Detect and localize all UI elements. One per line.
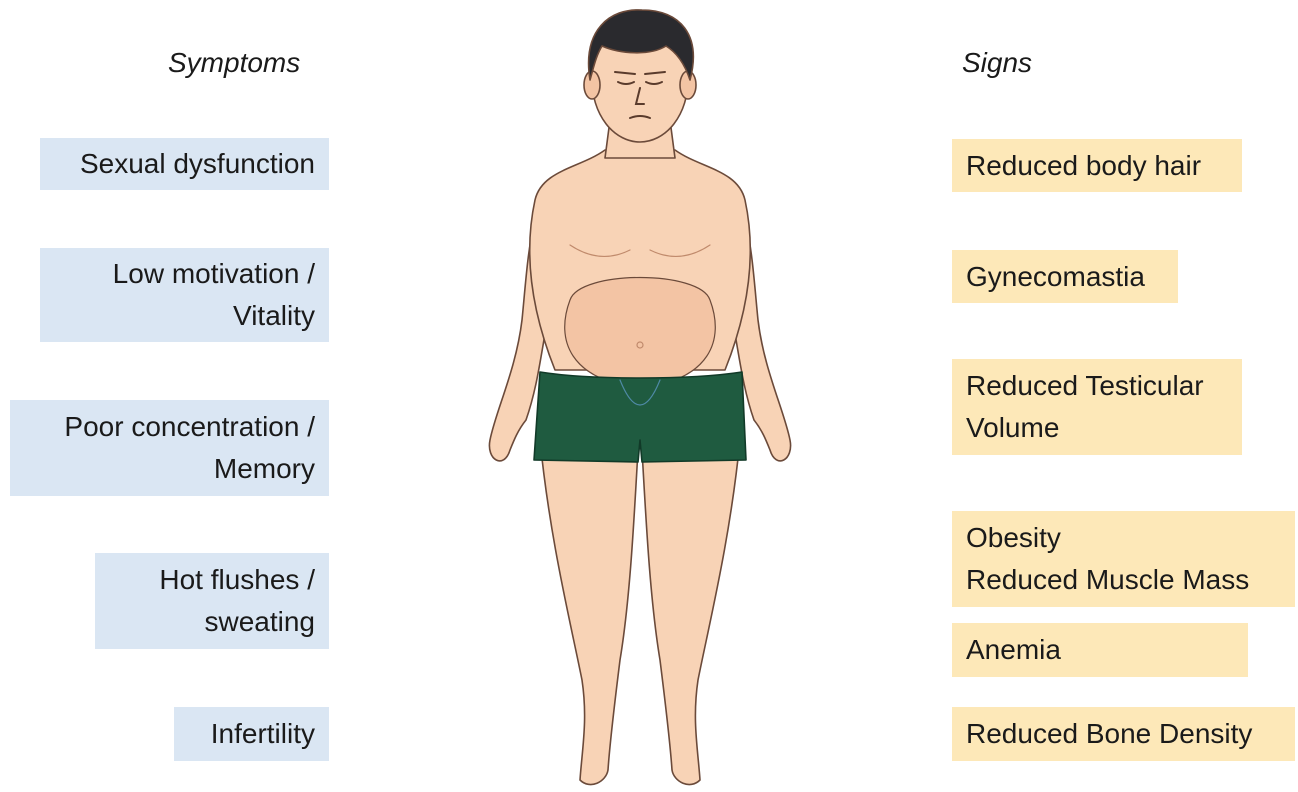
sign-line: Anemia (966, 629, 1061, 671)
symptom-hot-flushes: Hot flushes / sweating (95, 553, 329, 649)
symptom-line: sweating (204, 601, 315, 643)
symptom-line: Infertility (211, 713, 315, 755)
left-leg (540, 440, 638, 785)
symptom-line: Poor concentration / (64, 406, 315, 448)
symptom-low-motivation: Low motivation / Vitality (40, 248, 329, 342)
sign-line: Reduced Muscle Mass (966, 559, 1249, 601)
signs-heading: Signs (962, 46, 1032, 80)
sign-line: Volume (966, 407, 1059, 449)
sign-line: Reduced Bone Density (966, 713, 1252, 755)
sign-line: Gynecomastia (966, 256, 1145, 298)
symptom-sexual-dysfunction: Sexual dysfunction (40, 138, 329, 190)
sign-obesity-muscle-mass: Obesity Reduced Muscle Mass (952, 511, 1295, 607)
underwear (534, 372, 746, 462)
right-leg (642, 440, 740, 785)
sign-reduced-testicular-volume: Reduced Testicular Volume (952, 359, 1242, 455)
symptom-line: Vitality (233, 295, 315, 337)
symptoms-heading: Symptoms (168, 46, 300, 80)
symptom-line: Memory (214, 448, 315, 490)
sign-anemia: Anemia (952, 623, 1248, 677)
male-figure-illustration (470, 0, 810, 792)
symptom-poor-concentration: Poor concentration / Memory (10, 400, 329, 496)
sign-reduced-body-hair: Reduced body hair (952, 139, 1242, 192)
symptom-infertility: Infertility (174, 707, 329, 761)
sign-line: Obesity (966, 517, 1061, 559)
sign-gynecomastia: Gynecomastia (952, 250, 1178, 303)
sign-reduced-bone-density: Reduced Bone Density (952, 707, 1295, 761)
sign-line: Reduced body hair (966, 145, 1201, 187)
belly (565, 278, 716, 389)
symptom-line: Sexual dysfunction (80, 143, 315, 185)
symptom-line: Low motivation / (113, 253, 315, 295)
symptom-line: Hot flushes / (159, 559, 315, 601)
sign-line: Reduced Testicular (966, 365, 1204, 407)
